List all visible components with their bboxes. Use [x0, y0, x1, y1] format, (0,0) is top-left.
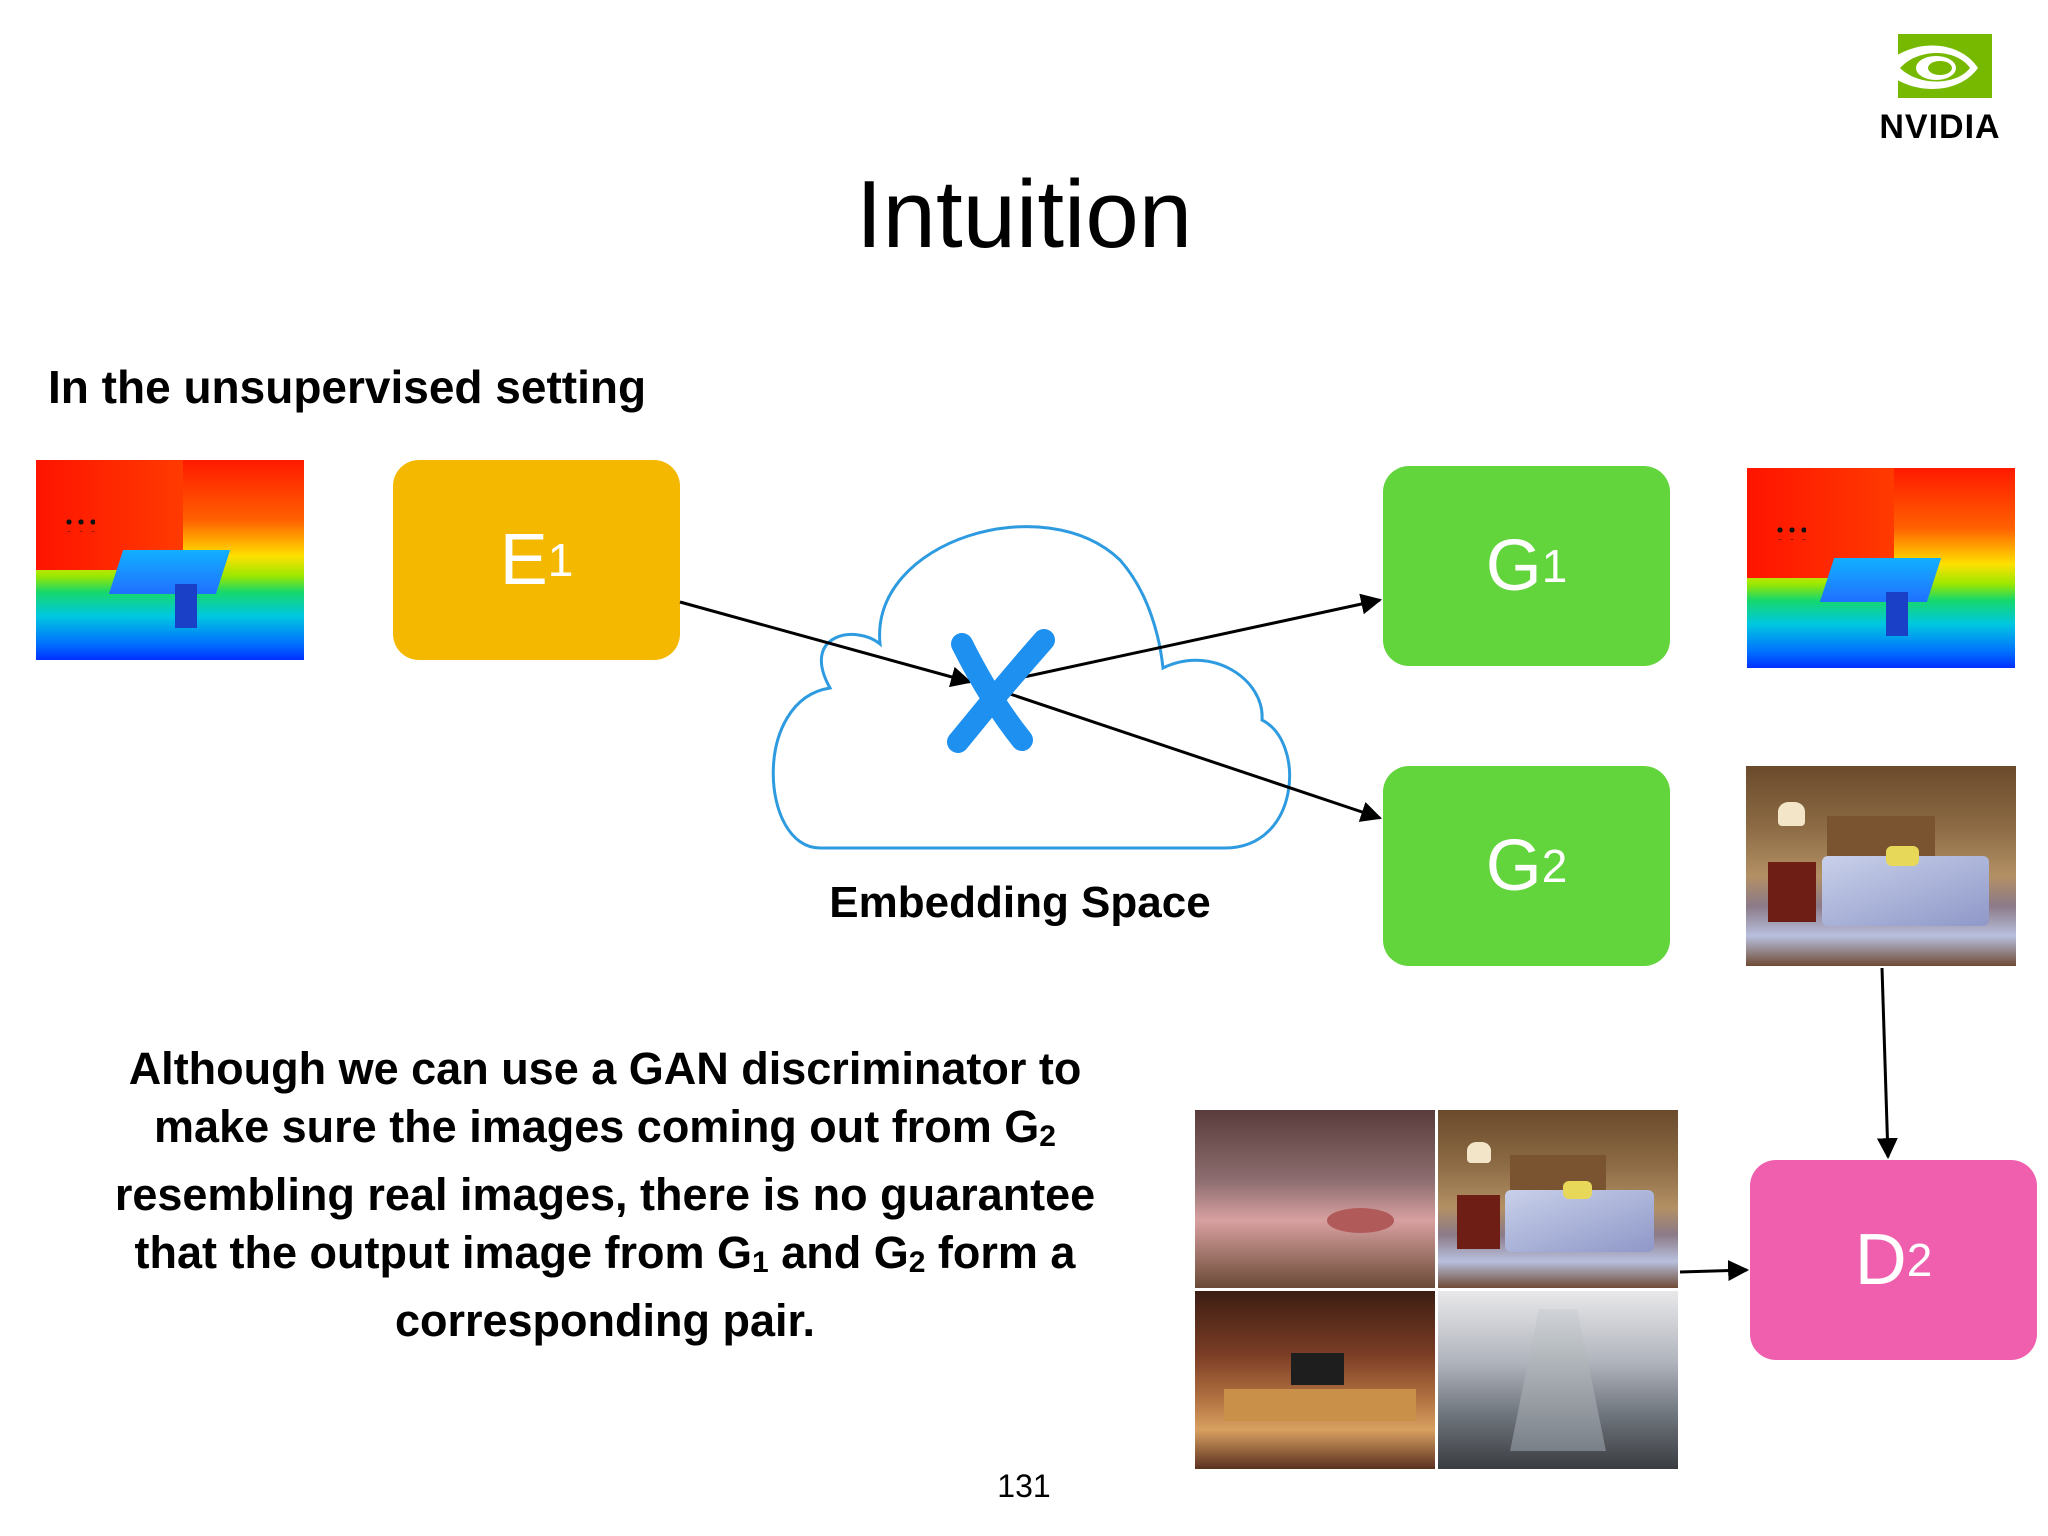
nvidia-wordmark: NVIDIA [1879, 108, 2001, 146]
slide-title: Intuition [855, 161, 1193, 268]
explanation-text: Although we can use a GAN discriminator … [40, 1040, 1170, 1350]
arrow-cloud-to-g2 [1009, 692, 1382, 822]
arrow-image-to-d2 [1876, 967, 1898, 1160]
bedroom-image-output [1746, 766, 2016, 966]
g1-subscript: 1 [1541, 540, 1568, 592]
arrow-e1-to-cloud [679, 600, 973, 688]
d2-letter: D [1854, 1220, 1907, 1300]
d2-subscript: 2 [1906, 1234, 1933, 1286]
g2-subscript: 2 [1541, 840, 1568, 892]
g1-letter: G [1485, 526, 1542, 606]
arrow-grid-to-d2 [1679, 1260, 1750, 1282]
embedding-cloud [771, 525, 1291, 850]
g2-letter: G [1485, 826, 1542, 906]
e1-letter: E [499, 520, 548, 600]
page-number: 131 [997, 1468, 1051, 1504]
nvidia-logo: NVIDIA [1860, 30, 2020, 150]
x-mark-icon [947, 629, 1055, 753]
explanation-line-4: that the output image from G1 and G2 for… [134, 1227, 1076, 1279]
slide-subtitle: In the unsupervised setting [48, 361, 647, 413]
embedding-space-label: Embedding Space [829, 878, 1211, 927]
depth-image-output [1747, 468, 2015, 668]
nvidia-eye-icon [1882, 34, 1992, 98]
explanation-line-2: make sure the images coming out from G2 [154, 1101, 1056, 1153]
e1-subscript: 1 [547, 534, 574, 586]
real-image-office-corridor [1438, 1291, 1678, 1469]
explanation-line-1: Although we can use a GAN discriminator … [128, 1043, 1082, 1094]
real-image-bathroom [1195, 1110, 1435, 1288]
depth-image-input [36, 460, 304, 660]
explanation-line-5: corresponding pair. [394, 1295, 816, 1346]
explanation-line-3: resembling real images, there is no guar… [114, 1169, 1096, 1220]
real-image-office-desk [1195, 1291, 1435, 1469]
arrow-cloud-to-g1 [1009, 593, 1383, 682]
real-image-bedroom [1438, 1110, 1678, 1288]
